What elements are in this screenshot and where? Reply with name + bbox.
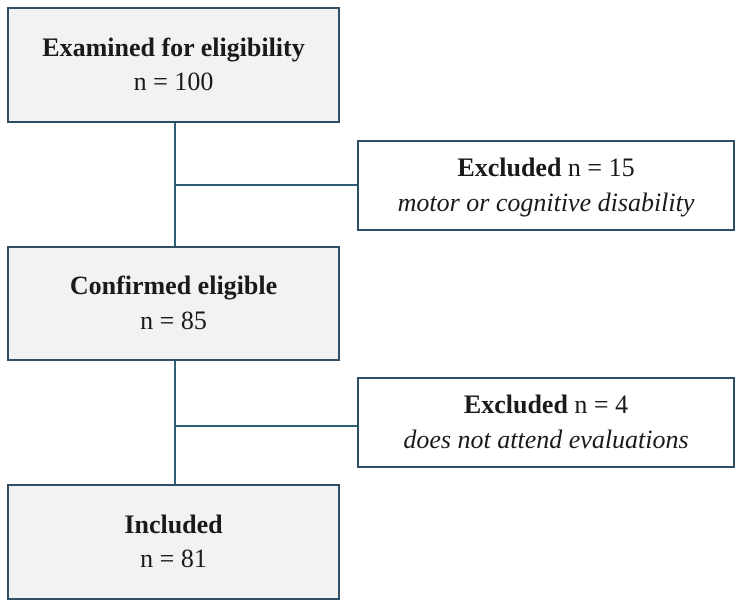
box-excluded-1-heading: Excluded n = 15 [457, 151, 634, 185]
box-examined-title: Examined for eligibility [42, 32, 305, 62]
box-excluded-2: Excluded n = 4 does not attend evaluatio… [357, 377, 735, 468]
box-included-title: Included [124, 509, 223, 539]
box-excluded-1-count: n = 15 [567, 153, 635, 183]
connector-confirmed-to-included [174, 360, 176, 486]
box-examined-count: n = 100 [133, 67, 214, 96]
box-excluded-2-title: Excluded [463, 390, 568, 420]
box-confirmed: Confirmed eligible n = 85 [7, 246, 340, 361]
box-excluded-2-reason: does not attend evaluations [403, 424, 689, 454]
connector-branch-excluded-2 [174, 425, 358, 427]
box-excluded-1-reason: motor or cognitive disability [397, 187, 695, 217]
box-excluded-2-count: n = 4 [574, 390, 629, 420]
box-confirmed-title: Confirmed eligible [69, 271, 278, 301]
box-included: Included n = 81 [7, 484, 340, 600]
connector-branch-excluded-1 [174, 184, 358, 186]
box-included-count: n = 81 [140, 544, 207, 573]
box-excluded-2-heading: Excluded n = 4 [464, 388, 628, 422]
box-excluded-1-title: Excluded [457, 153, 562, 183]
box-confirmed-count: n = 85 [140, 305, 207, 335]
box-examined: Examined for eligibility n = 100 [7, 7, 340, 123]
box-excluded-1: Excluded n = 15 motor or cognitive disab… [357, 140, 735, 231]
